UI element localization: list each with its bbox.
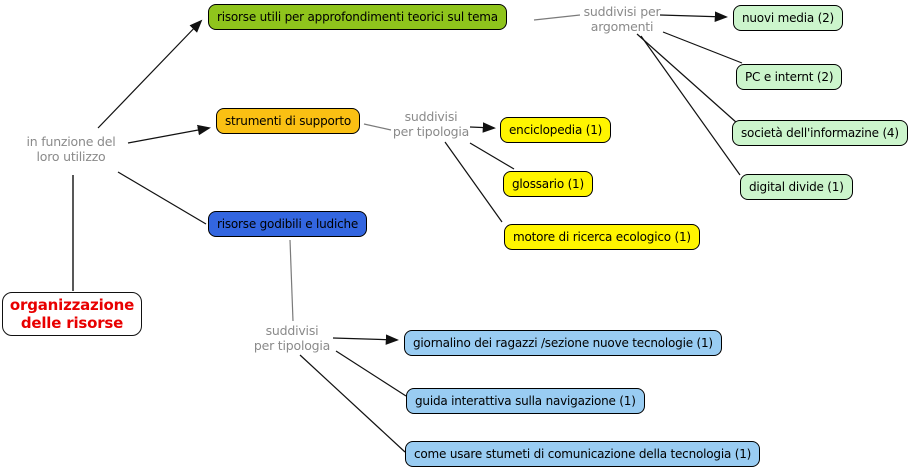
link-label-suddivisi-per-argomenti: suddivisi per argomenti bbox=[566, 4, 678, 34]
link-label-in-funzione-del-loro-utilizzo: in funzione del loro utilizzo bbox=[8, 134, 134, 164]
connector-utilizzo-to-godibili bbox=[117, 171, 207, 225]
connector-tipologia2-to-come-usare bbox=[299, 354, 406, 453]
connector-argomenti-to-pc-internet bbox=[662, 31, 743, 64]
link-label-line: per tipologia bbox=[253, 338, 331, 353]
link-label-line: suddivisi bbox=[265, 323, 319, 338]
link-label-suddivisi-per-tipologia-supporto: suddivisi per tipologia bbox=[381, 109, 481, 139]
node-glossario[interactable]: glossario (1) bbox=[503, 171, 593, 197]
node-pc-e-internet[interactable]: PC e internt (2) bbox=[736, 64, 843, 90]
node-societa-dell-informazione[interactable]: società dell'informazine (4) bbox=[732, 120, 908, 146]
node-risorse-godibili-e-ludiche[interactable]: risorse godibili e ludiche bbox=[208, 211, 368, 237]
connector-tipologia-to-motore bbox=[444, 141, 503, 223]
node-enciclopedia[interactable]: enciclopedia (1) bbox=[500, 117, 612, 143]
connector-tipologia-to-enciclopedia bbox=[469, 122, 496, 133]
node-giornalino-dei-ragazzi[interactable]: giornalino dei ragazzi /sezione nuove te… bbox=[404, 330, 722, 356]
link-label-line: suddivisi per bbox=[583, 4, 661, 19]
node-guida-interattiva[interactable]: guida interattiva sulla navigazione (1) bbox=[406, 388, 645, 414]
link-label-line: loro utilizzo bbox=[36, 149, 106, 164]
node-risorse-utili[interactable]: risorse utili per approfondimenti teoric… bbox=[208, 4, 507, 30]
link-label-line: per tipologia bbox=[392, 124, 470, 139]
node-strumenti-di-supporto[interactable]: strumenti di supporto bbox=[216, 108, 361, 134]
node-motore-di-ricerca[interactable]: motore di ricerca ecologico (1) bbox=[504, 224, 700, 250]
node-nuovi-media[interactable]: nuovi media (2) bbox=[733, 5, 843, 31]
root-node-label-line2: delle risorse bbox=[20, 314, 124, 332]
connector-utilizzo-to-strumenti bbox=[127, 124, 211, 144]
connector-risorse-utili-to-argomenti bbox=[533, 14, 581, 21]
node-come-usare-strumenti[interactable]: come usare stumeti di comunicazione dell… bbox=[405, 441, 761, 467]
link-label-suddivisi-per-tipologia-ludiche: suddivisi per tipologia bbox=[242, 323, 342, 353]
connector-tipologia2-to-giornalino bbox=[332, 334, 399, 345]
root-node-label-line1: organizzazione bbox=[9, 296, 135, 314]
link-label-line: in funzione del bbox=[26, 134, 116, 149]
connector-godibili-to-tipologia2 bbox=[289, 239, 294, 322]
node-digital-divide[interactable]: digital divide (1) bbox=[740, 174, 853, 200]
connector-argomenti-to-societa bbox=[636, 33, 738, 124]
connector-tipologia2-to-guida bbox=[335, 350, 407, 397]
link-label-line: argomenti bbox=[590, 19, 654, 34]
connector-strumenti-to-tipologia bbox=[363, 123, 392, 131]
connector-argomenti-to-digital-divide bbox=[640, 35, 741, 176]
connector-argomenti-to-nuovi-media bbox=[659, 11, 728, 22]
link-label-line: suddivisi bbox=[404, 109, 458, 124]
connector-utilizzo-to-risorse-utili bbox=[97, 19, 203, 129]
node-organizzazione-delle-risorse[interactable]: organizzazione delle risorse bbox=[2, 292, 142, 336]
connector-tipologia-to-glossario bbox=[469, 142, 515, 170]
